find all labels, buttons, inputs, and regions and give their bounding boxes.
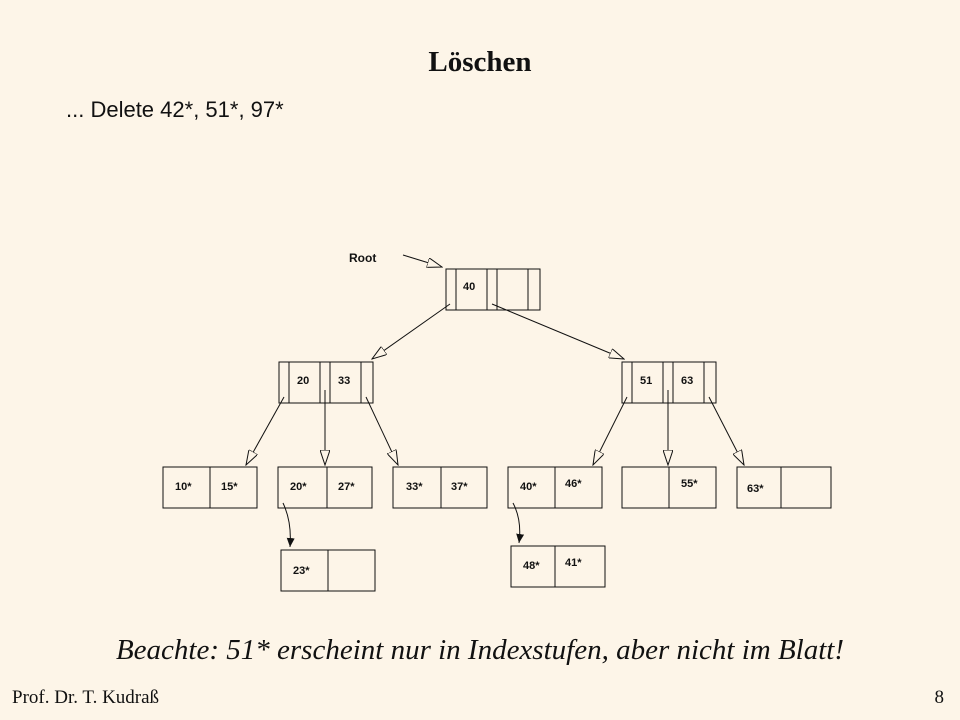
- overflow-1-entry-1: 23*: [293, 565, 310, 577]
- footer-author: Prof. Dr. T. Kudraß: [12, 687, 160, 708]
- root-key-1: 40: [463, 281, 475, 293]
- index-right-key-2: 63: [681, 375, 693, 387]
- leaf-6-entry-1: 63*: [747, 483, 764, 495]
- leaf-node-1: 10* 15*: [162, 466, 258, 509]
- index-node-left: 20 33: [278, 361, 374, 404]
- leaf-node-4: 40* 46*: [507, 466, 603, 509]
- leaf-2-entry-2: 27*: [338, 481, 355, 493]
- leaf-1-entry-1: 10*: [175, 481, 192, 493]
- overflow-2-entry-2: 41*: [565, 557, 582, 569]
- slide-subtitle: ... Delete 42*, 51*, 97*: [66, 97, 284, 122]
- left-to-leaf-3-arrow: [365, 396, 398, 465]
- index-left-key-2: 33: [338, 375, 350, 387]
- leaf-node-5: 55*: [621, 466, 717, 509]
- leaf-node-3: 33* 37*: [392, 466, 488, 509]
- leaf-3-entry-2: 37*: [451, 481, 468, 493]
- leaf-3-entry-1: 33*: [406, 481, 423, 493]
- right-to-leaf-4-arrow: [593, 396, 628, 465]
- left-to-leaf-1-arrow: [246, 396, 285, 465]
- leaf-5-entry-2: 55*: [681, 478, 698, 490]
- overflow-node-2: 48* 41*: [510, 545, 606, 588]
- leaf-4-entry-1: 40*: [520, 481, 537, 493]
- page-number: 8: [934, 687, 945, 708]
- root-to-right-arrow: [491, 303, 624, 359]
- leaf-4-entry-2: 46*: [565, 478, 582, 490]
- overflow-1-arrow: [282, 502, 295, 548]
- root-node: 40: [445, 268, 541, 311]
- index-node-right: 51 63: [621, 361, 717, 404]
- slide-title: Löschen: [428, 46, 532, 78]
- overflow-node-1: 23*: [280, 549, 376, 592]
- leaf-2-entry-1: 20*: [290, 481, 307, 493]
- leaf-1-entry-2: 15*: [221, 481, 238, 493]
- leaf-node-6: 63*: [736, 466, 832, 509]
- index-left-key-1: 20: [297, 375, 309, 387]
- index-right-key-1: 51: [640, 375, 652, 387]
- root-to-left-arrow: [372, 303, 451, 359]
- overflow-2-entry-1: 48*: [523, 560, 540, 572]
- right-to-leaf-6-arrow: [708, 396, 744, 465]
- overflow-2-arrow: [512, 502, 525, 544]
- footnote-remark: Beachte: 51* erscheint nur in Indexstufe…: [115, 634, 845, 666]
- root-label: Root: [349, 251, 376, 265]
- root-pointer-arrow: [402, 254, 442, 267]
- leaf-node-2: 20* 27*: [277, 466, 373, 509]
